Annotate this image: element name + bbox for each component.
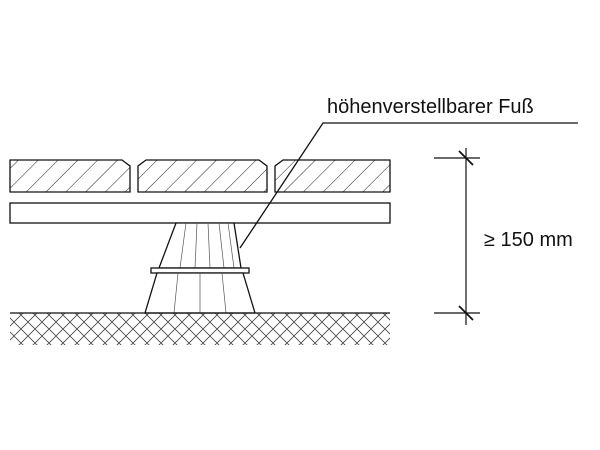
height-dimension xyxy=(434,148,480,325)
deck-boards xyxy=(9,159,391,193)
adjustable-foot xyxy=(144,222,256,314)
deck-board-right xyxy=(274,159,391,193)
leader-line xyxy=(239,122,578,249)
ground xyxy=(10,312,390,345)
support-beam xyxy=(9,202,391,224)
deck-board-middle xyxy=(137,159,268,193)
adjustable-foot-label: höhenverstellbarer Fuß xyxy=(327,96,534,118)
min-height-label: ≥ 150 mm xyxy=(484,229,573,251)
deck-board-left xyxy=(9,159,131,193)
